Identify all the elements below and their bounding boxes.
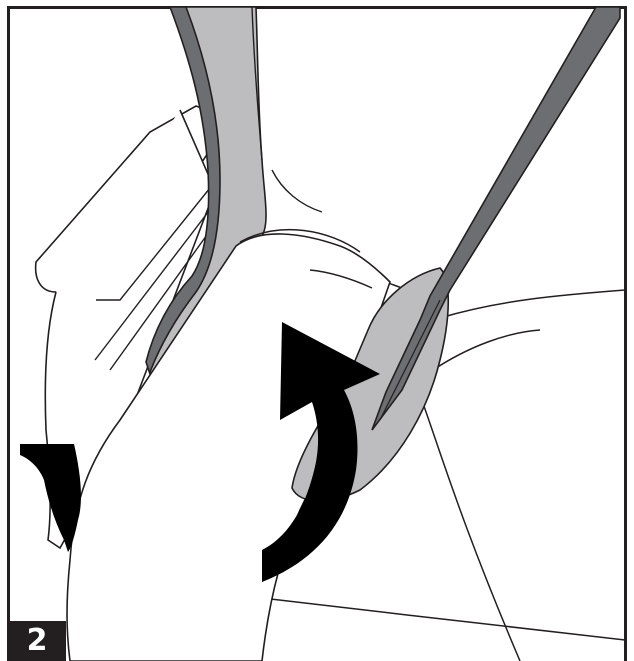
surface-line-2 — [430, 330, 540, 372]
right-strap — [372, 7, 620, 430]
torso-shoulder-line — [272, 170, 322, 212]
leg-line — [420, 395, 520, 661]
surface-line — [440, 290, 625, 318]
step-number-badge: 2 — [8, 621, 66, 661]
ground-line — [262, 598, 625, 640]
